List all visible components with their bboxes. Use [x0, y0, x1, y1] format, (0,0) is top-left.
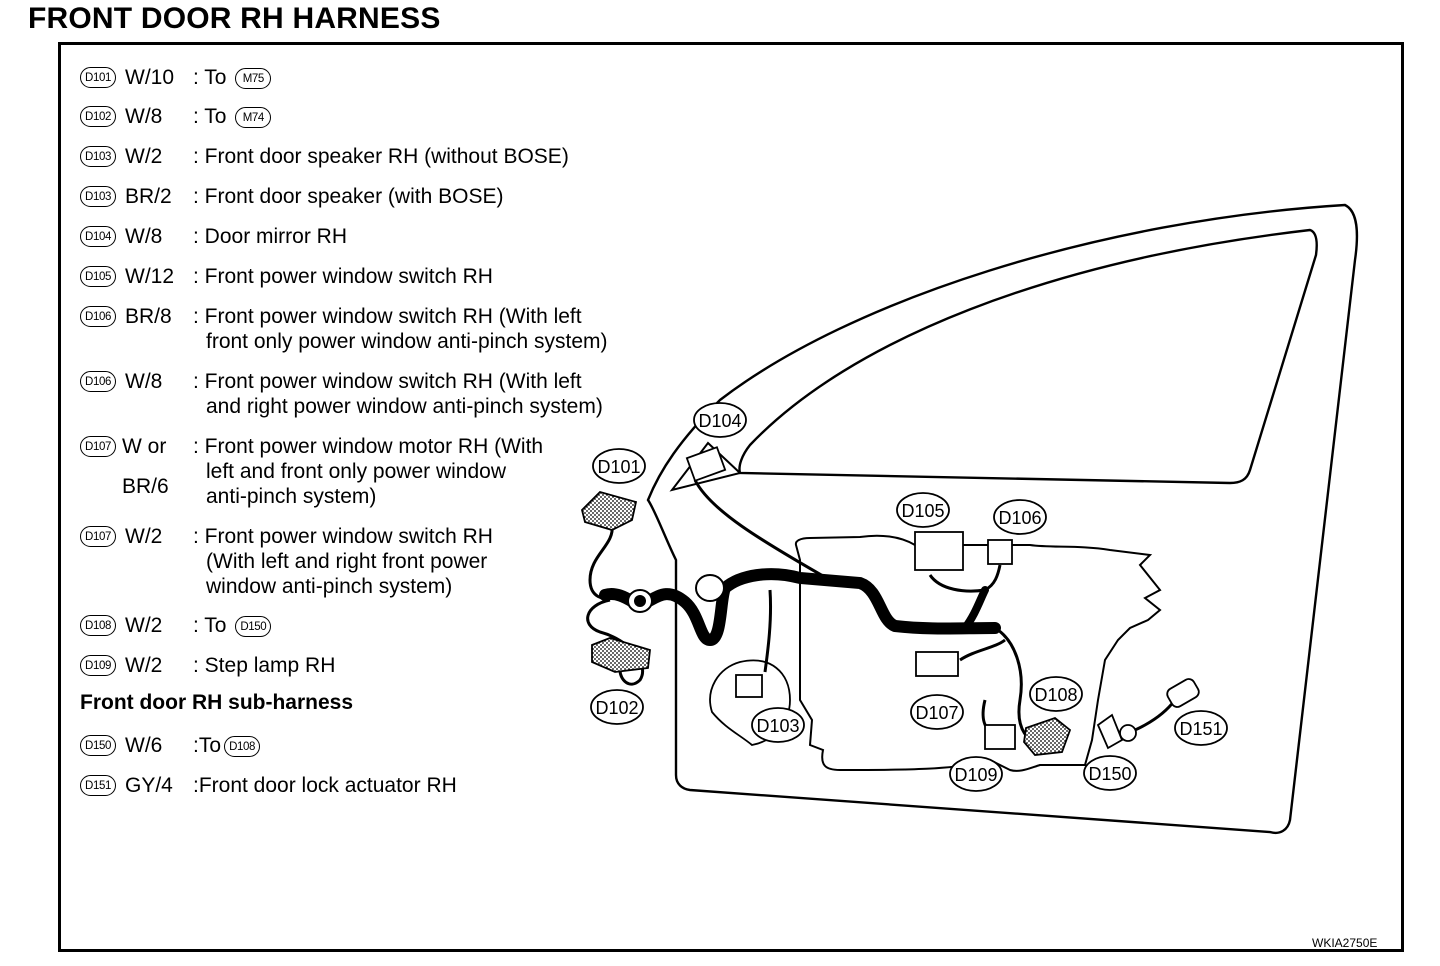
reference-connector-badge: D108: [224, 735, 261, 757]
wire-spec: W/2: [125, 654, 163, 677]
connector-id-badge: D106: [80, 371, 116, 392]
connector-description: : Step lamp RH: [193, 654, 336, 677]
wire-spec: W/10: [125, 66, 175, 89]
wire-spec: W/12: [125, 265, 175, 288]
connector-id-badge: D108: [80, 615, 116, 636]
connector-description: : Front power window switch RH (With lef…: [193, 305, 608, 353]
callout-label-d103: D103: [756, 716, 799, 736]
wire-spec: BR/8: [125, 305, 172, 328]
wire-spec: W/8: [125, 370, 163, 393]
callout-d151: [1174, 710, 1228, 746]
wire-spec: W/2: [125, 614, 163, 637]
wire-spec: W/8: [125, 105, 163, 128]
connector-id-badge: D105: [80, 266, 116, 287]
grommet: [634, 595, 646, 607]
connector-id-badge: D150: [80, 735, 116, 756]
diagram-frame: [58, 42, 1404, 952]
callout-d104: [693, 402, 747, 438]
callout-label-d102: D102: [595, 698, 638, 718]
harness-branch-d105-d106: [961, 586, 989, 632]
callout-d109: [949, 756, 1003, 792]
callout-d101: [592, 448, 646, 484]
connector-description: :Front door lock actuator RH: [193, 774, 457, 797]
wire-spec: GY/4: [125, 774, 173, 797]
wire-spec: W or: [122, 435, 167, 458]
callout-label-d101: D101: [597, 457, 640, 477]
connector-id-badge: D103: [80, 186, 116, 207]
connector-id-badge: D107: [80, 526, 116, 547]
callout-d102: [590, 689, 644, 725]
callout-label-d109: D109: [954, 765, 997, 785]
connector-description: : To M75: [193, 65, 272, 90]
speaker-outline: [709, 659, 791, 746]
connector-description: : Front power window switch RH: [193, 265, 493, 288]
wire-spec-alt: BR/6: [122, 475, 169, 498]
wire-spec: W/2: [125, 525, 163, 548]
sub-harness-heading: Front door RH sub-harness: [80, 691, 354, 714]
wire-spec: W/6: [125, 734, 163, 757]
callout-d108: [1029, 676, 1083, 712]
grommet: [695, 574, 725, 602]
connector-id-badge: D103: [80, 146, 116, 167]
page-title: FRONT DOOR RH HARNESS: [28, 2, 441, 35]
reference-connector-badge: D150: [235, 615, 272, 637]
connector-id-badge: D104: [80, 226, 116, 247]
figure-code: WKIA2750E: [1312, 936, 1378, 950]
connector-id-badge: D106: [80, 306, 116, 327]
connector-description: : Front power window switch RH (With lef…: [193, 370, 603, 418]
callout-label-d106: D106: [998, 508, 1041, 528]
connector-description: : Door mirror RH: [193, 225, 348, 248]
callout-label-d150: D150: [1088, 764, 1131, 784]
inner-panel: [794, 534, 1162, 772]
door-outline: [646, 203, 1359, 834]
connector-id-badge: D107: [80, 436, 116, 457]
callout-label-d105: D105: [901, 501, 944, 521]
connector-description: : Front power window motor RH (With left…: [193, 435, 544, 508]
window-opening: [738, 228, 1318, 485]
connector-id-badge: D151: [80, 775, 116, 796]
connector-id-badge: D101: [80, 67, 116, 88]
connector-shapes: [581, 446, 1200, 756]
callout-d107: [910, 694, 964, 730]
connector-id-badge: D109: [80, 655, 116, 676]
wire-spec: W/8: [125, 225, 163, 248]
connector-description: : To M74: [193, 104, 272, 129]
wire-spec: BR/2: [125, 185, 172, 208]
callout-d150: [1083, 755, 1137, 791]
connector-description: : To D150: [193, 613, 272, 638]
connector-description: : Front door speaker (with BOSE): [193, 185, 504, 208]
wire-spec: W/2: [125, 145, 163, 168]
connector-id-badge: D102: [80, 106, 116, 127]
reference-connector-badge: M74: [235, 106, 272, 128]
callout-d103: [751, 707, 805, 743]
callout-label-d107: D107: [915, 703, 958, 723]
connector-description: : Front door speaker RH (without BOSE): [193, 145, 569, 168]
callout-d105: [896, 492, 950, 528]
callout-label-d104: D104: [698, 411, 741, 431]
reference-connector-badge: M75: [235, 67, 272, 89]
callout-label-d108: D108: [1034, 685, 1077, 705]
callout-label-d151: D151: [1179, 719, 1222, 739]
callout-d106: [993, 499, 1047, 535]
connector-description: : Front power window switch RH (With lef…: [193, 525, 493, 598]
callouts: [590, 402, 1228, 792]
